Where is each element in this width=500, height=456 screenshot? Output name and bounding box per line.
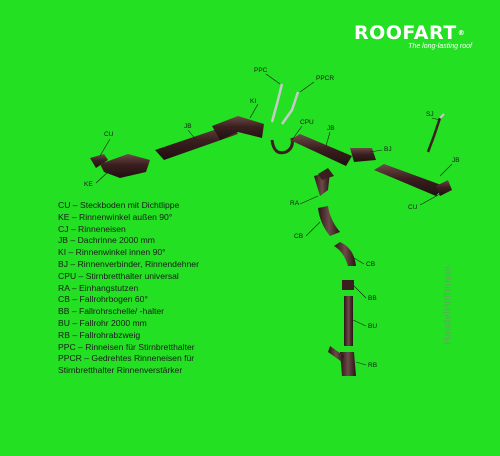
downpipe-part	[344, 296, 353, 346]
watermark: HandelHoffmann	[442, 265, 454, 345]
legend-item: RA – Einhangstutzen	[58, 282, 139, 293]
label-bb: BB	[368, 295, 377, 302]
hanger-cpu-part	[270, 137, 294, 155]
label-sj: SJ	[426, 111, 434, 118]
label-ke: KE	[84, 181, 93, 188]
label-jb-right: JB	[327, 125, 335, 132]
legend-item: BB – Fallrohrschelle/ -halter	[58, 306, 165, 317]
legend-item: KI – Rinnenwinkel innen 90°	[58, 247, 166, 258]
parts-legend: CU – Steckboden mit Dichtlippe KE – Rinn…	[58, 200, 288, 377]
leader-cb-top	[305, 221, 321, 237]
label-cu-left: CU	[104, 131, 114, 138]
leader-ppcr	[299, 81, 315, 93]
legend-item: JB – Dachrinne 2000 mm	[58, 235, 155, 246]
leader-rb	[355, 361, 367, 366]
gutter-run-left	[90, 116, 264, 178]
leader-ppc	[265, 73, 281, 85]
gutter-section-far-part	[374, 164, 444, 196]
leader-bu	[352, 319, 367, 327]
label-ra: RA	[290, 200, 300, 207]
hanger-ppc-part	[270, 83, 284, 123]
label-ppcr: PPCR	[316, 75, 334, 82]
leader-cb-bottom	[353, 257, 365, 265]
leader-cu-right	[419, 193, 441, 206]
label-ki: KI	[250, 98, 256, 105]
leader-jb-right	[325, 131, 331, 147]
leader-ki	[249, 103, 259, 119]
leader-sj	[431, 117, 441, 121]
roofart-logo: ROOFART® The long-lasting roof	[354, 23, 486, 50]
stop-end-left-part	[90, 154, 108, 168]
leader-jb-far	[439, 163, 453, 177]
brand-tagline: The long-lasting roof	[408, 43, 472, 50]
legend-item: CPU – Stirnbretthalter universal	[58, 270, 179, 281]
label-cpu: CPU	[300, 119, 314, 126]
leader-ra	[299, 195, 319, 205]
outside-corner-part	[100, 154, 150, 178]
label-ppc: PPC	[254, 67, 268, 74]
label-cb-top: CB	[294, 233, 303, 240]
leader-cpu	[291, 125, 303, 141]
legend-item: CU – Steckboden mit Dichtlippe	[58, 200, 180, 210]
pipe-clip-part	[342, 280, 354, 290]
gutter-run-right	[290, 134, 452, 196]
legend-item: RB – Fallrohrabzweig	[58, 329, 141, 340]
gutter-section-right-part	[290, 134, 352, 166]
legend-item: BJ – Rinnenverbinder, Rinnendehner	[58, 258, 199, 269]
label-rb: RB	[368, 362, 377, 369]
legend-item: CJ – Rinneneisen	[58, 223, 126, 234]
legend-item: KE – Rinnenwinkel außen 90°	[58, 211, 173, 222]
hanger-sj-hook-part	[439, 113, 445, 119]
leader-jb-left	[187, 129, 197, 141]
legend-item: BU – Fallrohr 2000 mm	[58, 317, 147, 328]
stop-end-right-part	[436, 180, 452, 196]
hanger-ppcr-part	[280, 91, 300, 125]
leader-ke	[95, 171, 109, 184]
bend-top-part	[318, 206, 340, 236]
branch-rb-arm-part	[328, 346, 344, 362]
label-bu: BU	[368, 323, 377, 330]
leader-cu-left	[99, 138, 111, 157]
branch-rb-part	[340, 352, 356, 376]
label-jb-far: JB	[452, 157, 460, 164]
legend-item: PPC – Rinneisen für Stirnbretthalter	[58, 341, 195, 352]
label-bj: BJ	[384, 146, 392, 153]
legend-item: Stirnbretthalter Rinnenverstärker	[58, 365, 183, 376]
leader-lines	[95, 73, 453, 366]
bend-bottom-part	[334, 242, 356, 266]
leader-bj	[369, 149, 383, 153]
legend-item: PPCR – Gedrehtes Rinneneisen für	[58, 353, 195, 364]
label-cu-right: CU	[408, 204, 418, 211]
part-labels: PPC PPCR KI CPU JB JB JB CU CU KE BJ SJ …	[84, 67, 460, 369]
inside-corner-part	[212, 116, 264, 140]
downpipe-assembly	[314, 168, 356, 376]
hanger-sj-part	[426, 117, 442, 153]
gutter-connector-part	[350, 148, 376, 162]
brand-name: ROOFART®	[354, 22, 466, 44]
label-cb-bottom: CB	[366, 261, 375, 268]
gutter-hangers	[270, 83, 445, 155]
label-jb-left: JB	[184, 123, 192, 130]
leader-bb	[353, 285, 367, 299]
legend-item: CB – Fallrohrbogen 60°	[58, 294, 148, 305]
outlet-ra-flange-part	[318, 168, 334, 180]
